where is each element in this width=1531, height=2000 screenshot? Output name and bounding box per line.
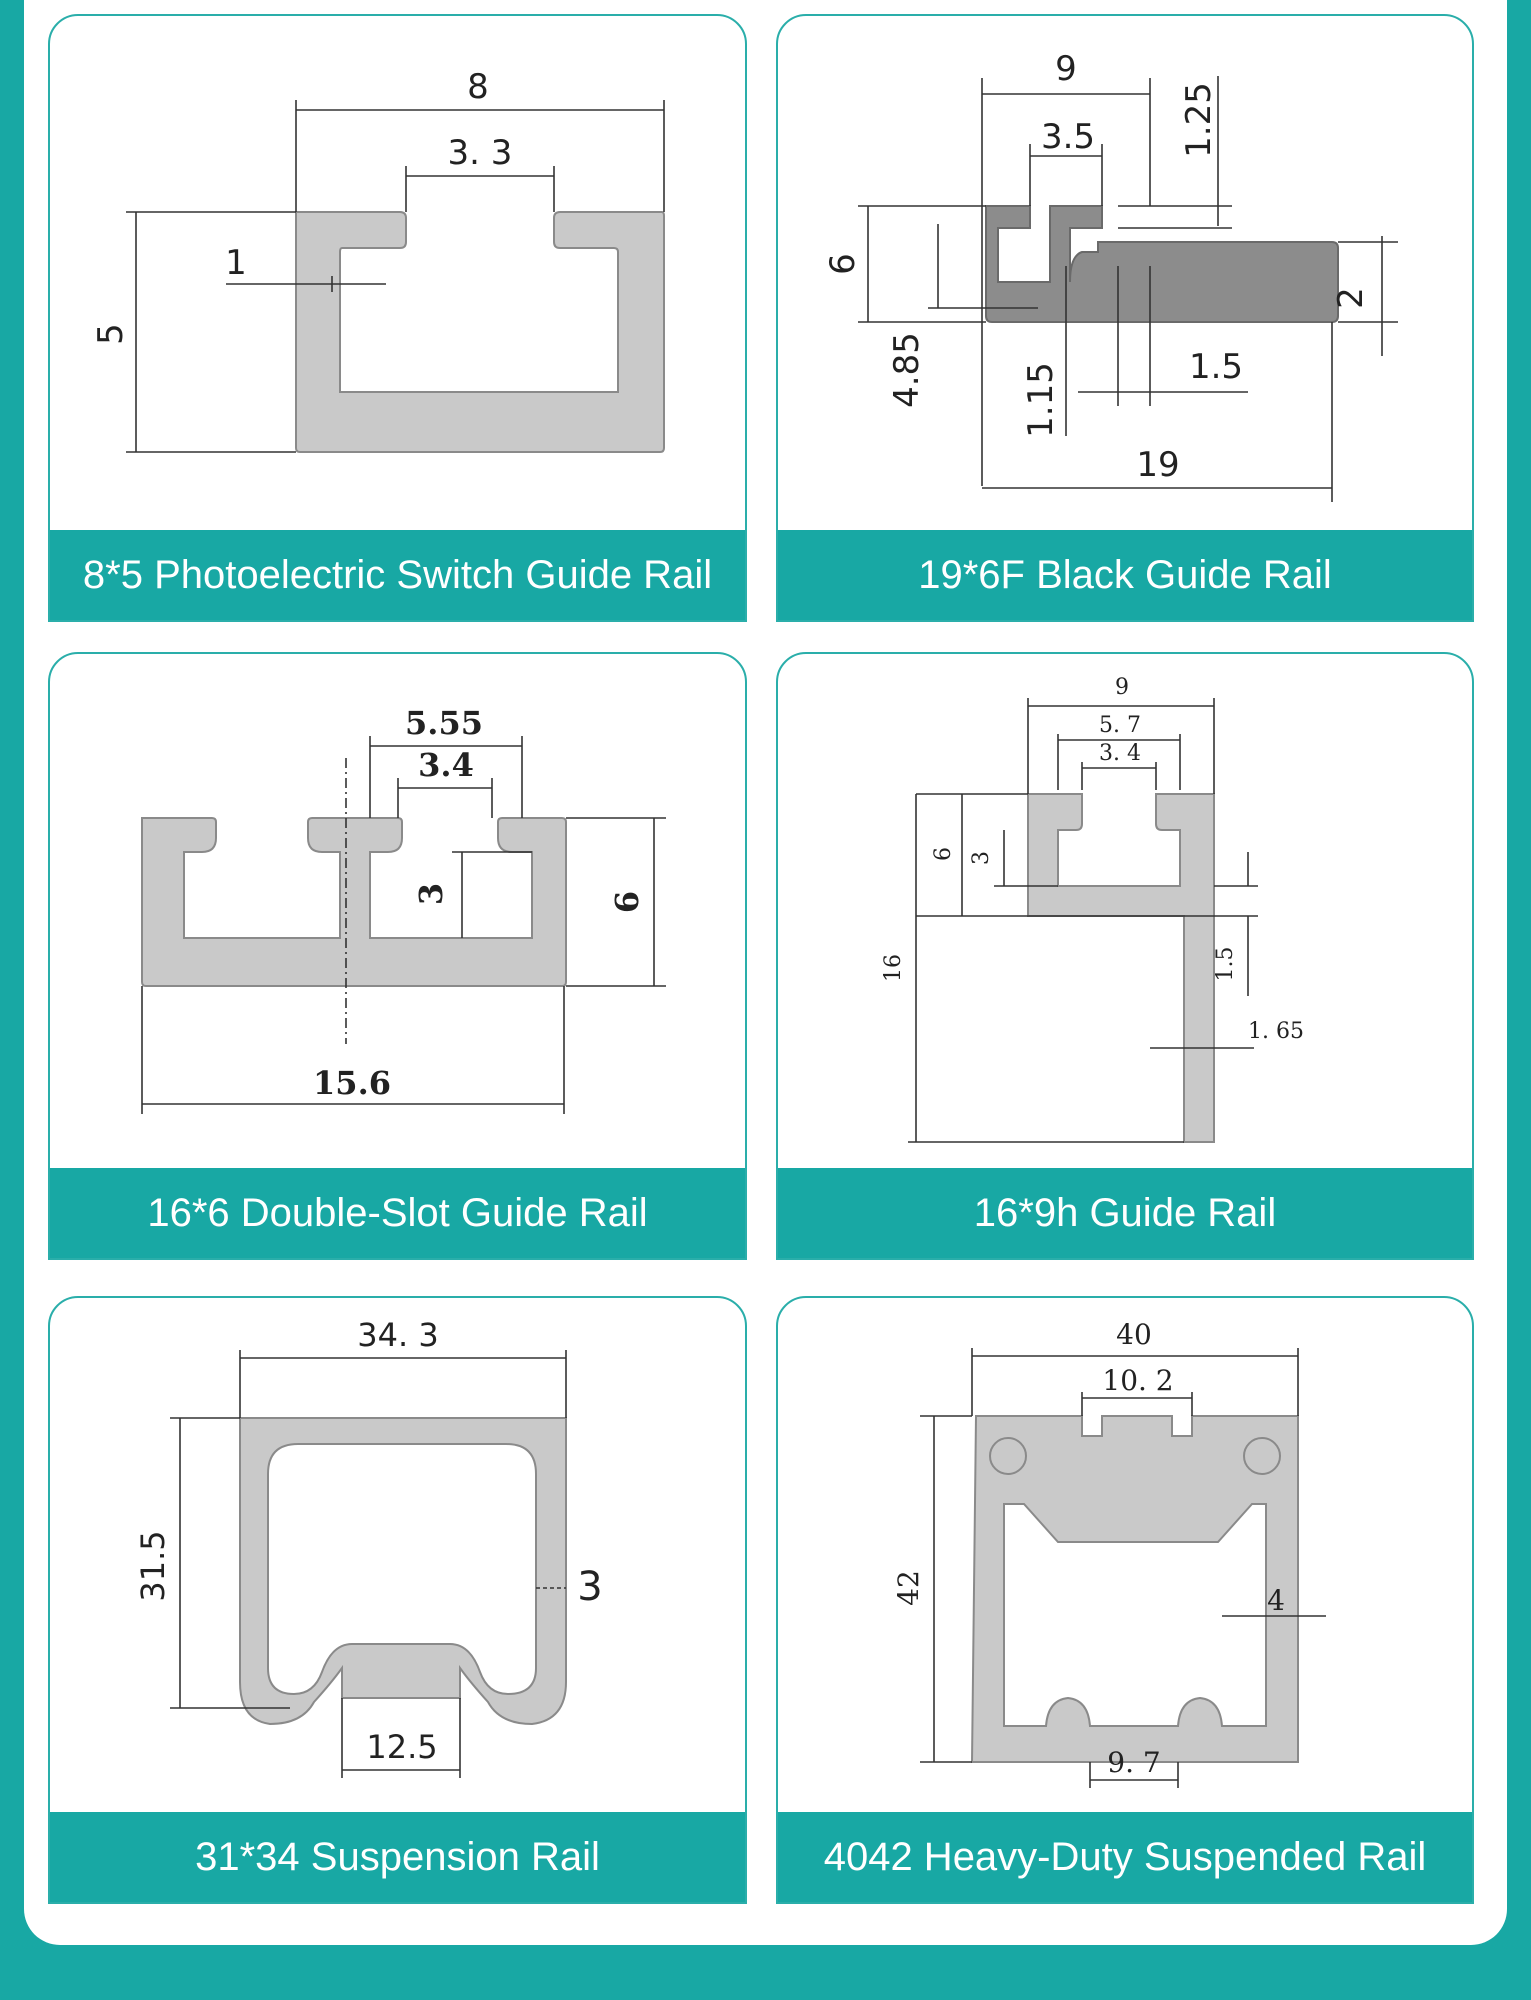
rail-card-19x6f[interactable]: 9 3.5 1.25 6 4.85 1.15 1.5 2 19 19*6F Bl… <box>776 14 1474 622</box>
rail-drawing-31x34: 34. 3 31.5 3 12.5 <box>134 1316 603 1778</box>
dim-wall: 4 <box>1267 1584 1285 1617</box>
dim-height: 31.5 <box>134 1530 172 1601</box>
rail-profile <box>141 817 567 987</box>
dim-web: 1. 65 <box>1248 1019 1304 1044</box>
rail-drawing-16x9h: 9 5. 7 3. 4 6 3 16 1.5 1. 65 <box>881 675 1304 1143</box>
rail-caption: 4042 Heavy-Duty Suspended Rail <box>778 1812 1472 1902</box>
dim-height: 6 <box>823 253 863 275</box>
rail-caption: 16*9h Guide Rail <box>778 1168 1472 1258</box>
dim-height: 6 <box>608 891 646 913</box>
rail-profile <box>295 211 665 453</box>
dim-slot: 3. 4 <box>1099 741 1141 766</box>
rail-card-31x34[interactable]: 34. 3 31.5 3 12.5 31*34 Suspension Rail <box>48 1296 747 1904</box>
rail-caption: 16*6 Double-Slot Guide Rail <box>50 1168 745 1258</box>
rail-card-16x9h[interactable]: 9 5. 7 3. 4 6 3 16 1.5 1. 65 16*9h Guide… <box>776 652 1474 1260</box>
dim-slot-depth: 3 <box>412 883 450 905</box>
rail-caption: 19*6F Black Guide Rail <box>778 530 1472 620</box>
dim-outer-slot: 5. 7 <box>1099 713 1141 738</box>
rail-profile <box>970 1415 1299 1763</box>
rail-card-8x5[interactable]: 8 3. 3 5 1 8*5 Photoelectric Switch Guid… <box>48 14 747 622</box>
dim-top-slot: 10. 2 <box>1102 1364 1173 1397</box>
dim-flange: 2 <box>1331 287 1371 309</box>
rail-drawing-4042: 40 10. 2 42 4 9. 7 <box>892 1318 1326 1788</box>
dim-lip: 1.25 <box>1179 82 1219 158</box>
rail-profile <box>239 1417 567 1726</box>
dim-height: 5 <box>91 323 131 345</box>
dim-height: 42 <box>892 1570 925 1606</box>
dim-depth: 4.85 <box>887 332 927 408</box>
dim-width: 8 <box>467 67 489 107</box>
dim-slot: 3. 3 <box>448 133 513 173</box>
rail-card-16x6[interactable]: 5.55 3.4 3 6 15.6 16*6 Double-Slot Guide… <box>48 652 747 1260</box>
rail-caption: 31*34 Suspension Rail <box>50 1812 745 1902</box>
rail-caption: 8*5 Photoelectric Switch Guide Rail <box>50 530 745 620</box>
dim-slot: 3.5 <box>1041 117 1095 157</box>
corner-channel-right <box>1243 1437 1281 1475</box>
rail-card-4042[interactable]: 40 10. 2 42 4 9. 7 4042 Heavy-Duty Suspe… <box>776 1296 1474 1904</box>
rail-drawing-8x5: 8 3. 3 5 1 <box>91 67 665 453</box>
dim-flange-gap: 1.5 <box>1189 347 1243 387</box>
dim-width: 34. 3 <box>357 1316 438 1354</box>
dim-slot: 3.4 <box>418 746 474 784</box>
dim-width: 9 <box>1115 675 1129 700</box>
dim-web-gap: 1.5 <box>1213 947 1238 982</box>
dim-head-width: 9 <box>1055 49 1077 89</box>
dim-wall: 1 <box>225 243 247 283</box>
dim-outer-slot: 5.55 <box>405 704 483 742</box>
dim-width: 40 <box>1116 1318 1152 1351</box>
dim-total-height: 16 <box>881 954 906 982</box>
dim-wall: 1.15 <box>1021 362 1061 438</box>
dim-bottom-slot: 9. 7 <box>1107 1746 1160 1779</box>
rail-profile <box>985 205 1339 323</box>
dim-width: 15.6 <box>313 1064 391 1102</box>
dim-head-height: 6 <box>931 847 956 861</box>
rail-drawing-19x6f: 9 3.5 1.25 6 4.85 1.15 1.5 2 19 <box>823 49 1398 502</box>
dim-total-width: 19 <box>1136 445 1179 485</box>
rail-drawing-16x6: 5.55 3.4 3 6 15.6 <box>141 704 666 1114</box>
rail-profile <box>1027 793 1215 1143</box>
dim-opening: 12.5 <box>366 1728 437 1766</box>
dim-slot-depth: 3 <box>969 851 994 865</box>
corner-channel-left <box>989 1437 1027 1475</box>
dim-wall: 3 <box>577 1564 602 1610</box>
